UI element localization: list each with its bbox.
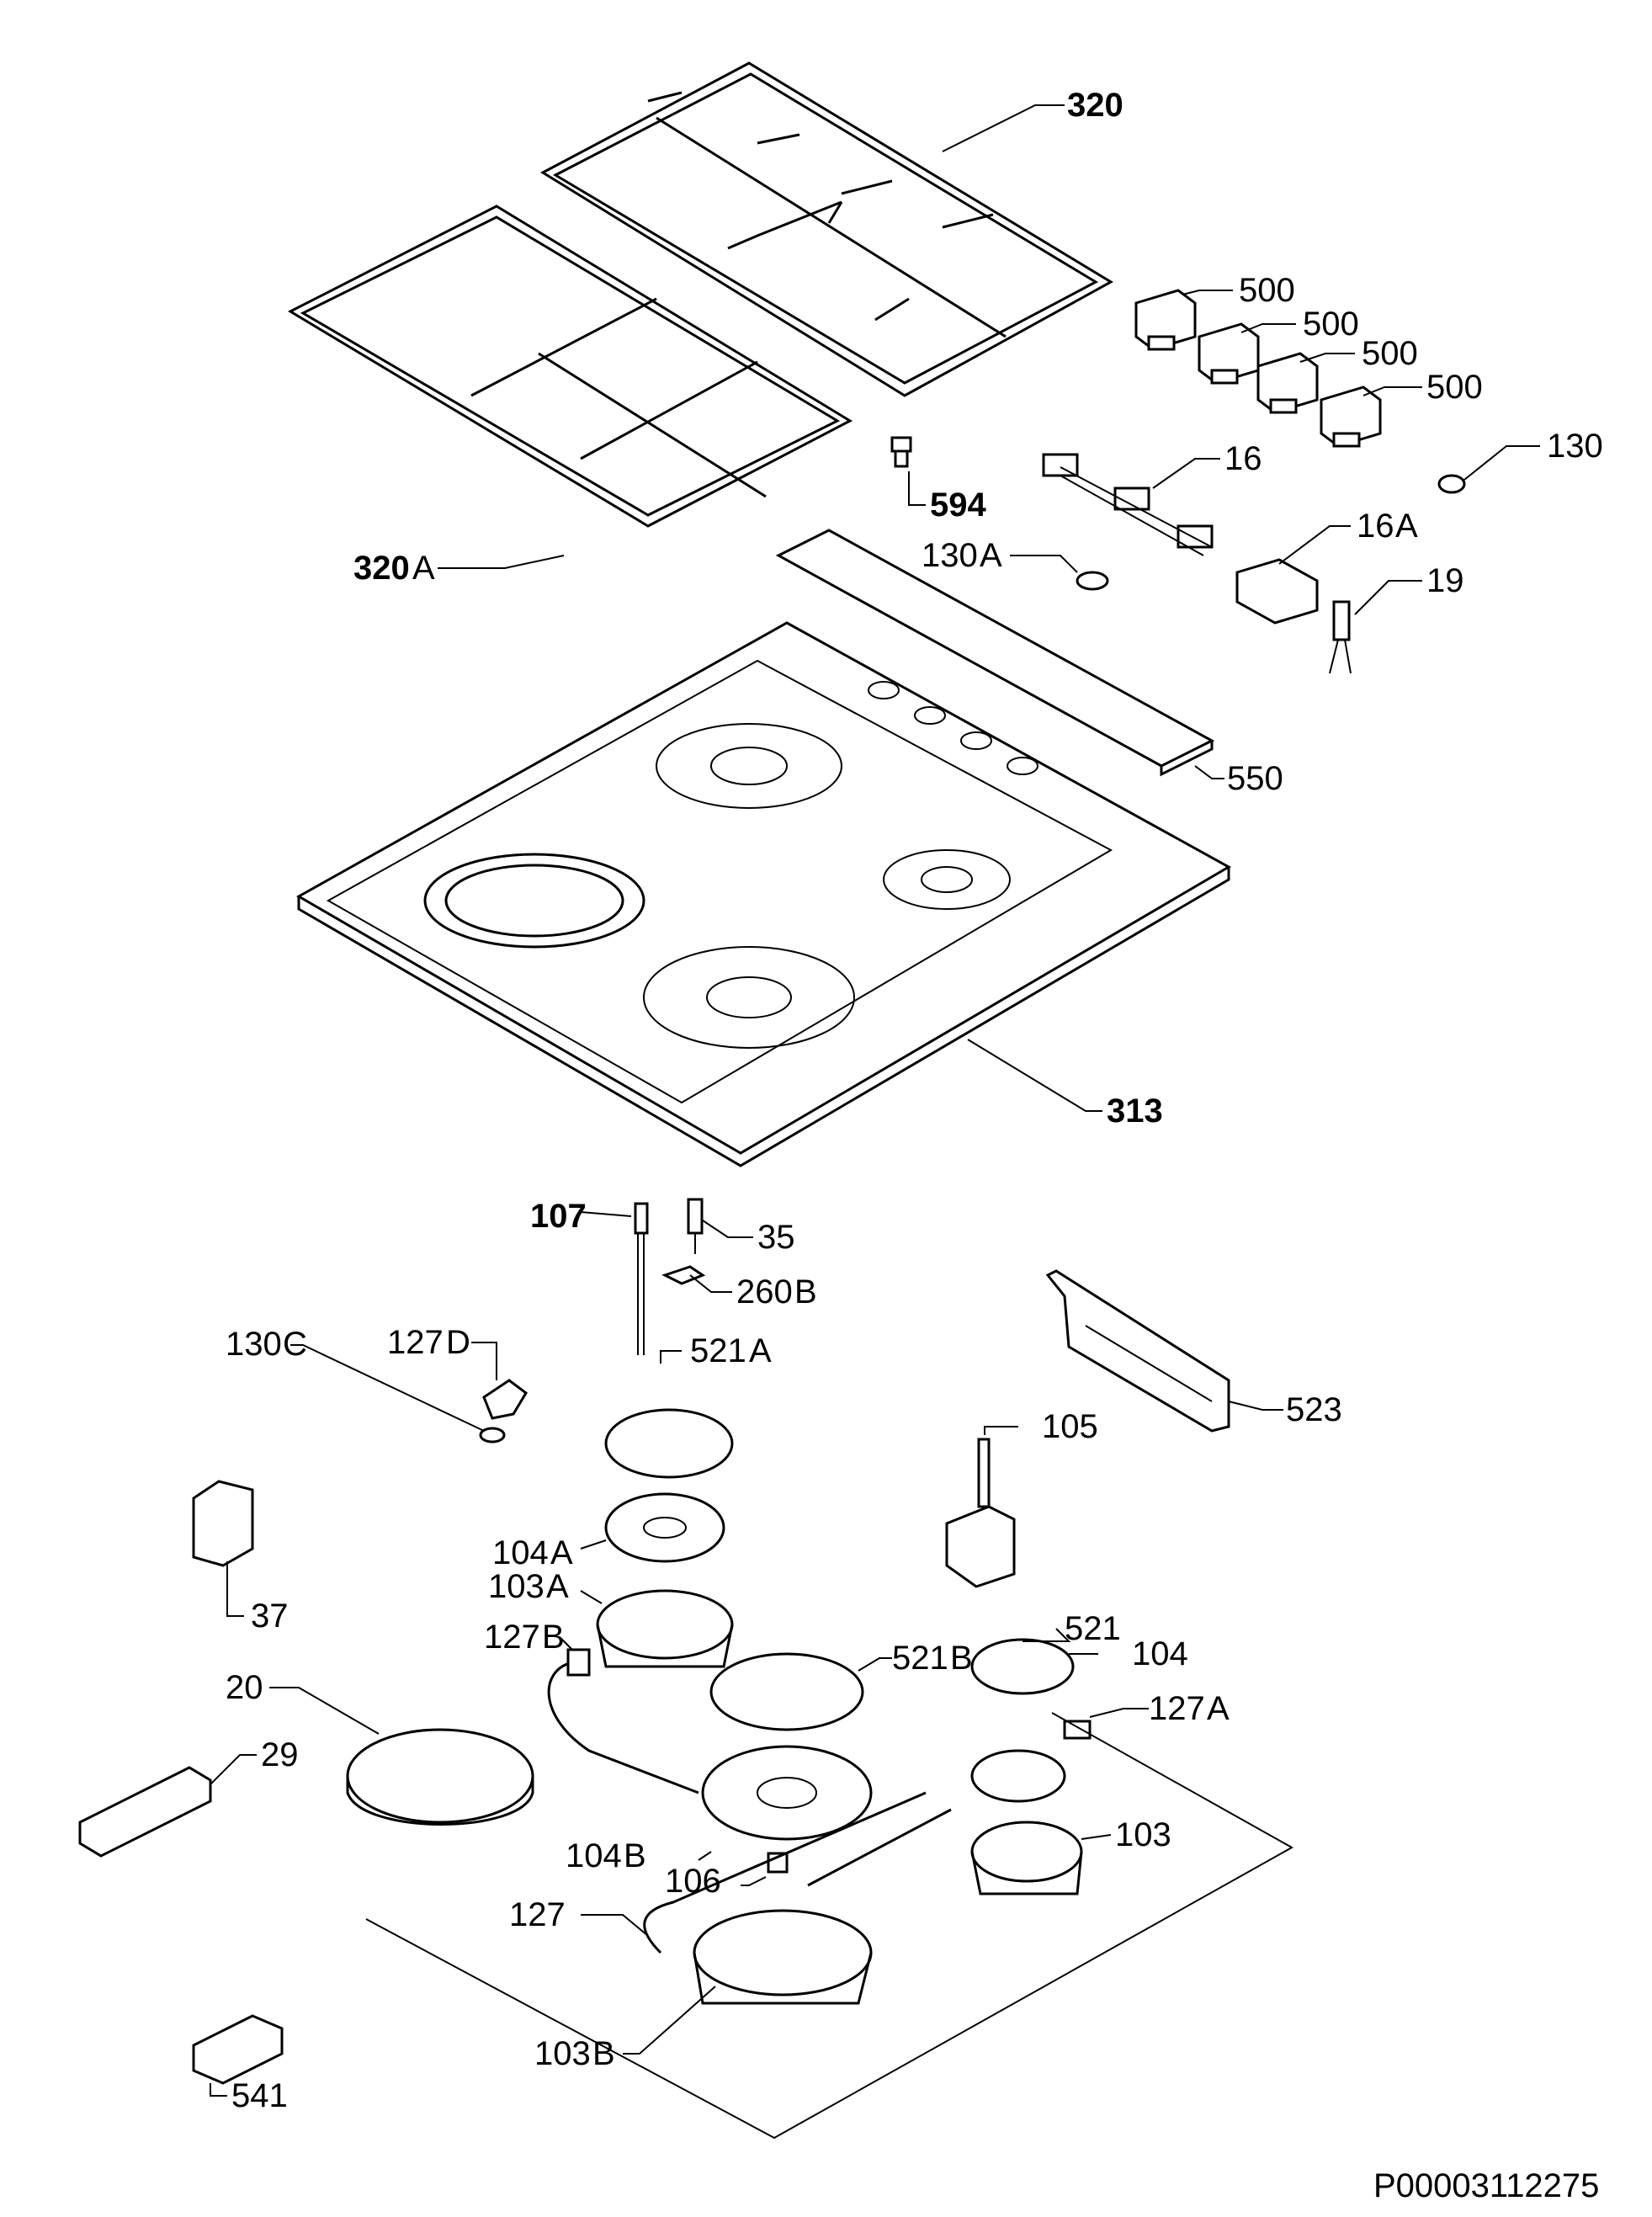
thermostat-20 <box>346 1728 534 1826</box>
knob-500-3 <box>1256 352 1319 414</box>
label-127a-suffix: A <box>1207 1690 1230 1727</box>
label-16a-suffix: A <box>1395 508 1418 545</box>
label-16a-number: 16 <box>1357 508 1394 545</box>
label-103b-suffix: B <box>592 2035 615 2072</box>
base-frame-outline <box>365 1712 1294 2140</box>
label-103a-number: 103 <box>488 1568 544 1605</box>
label-594: 594 <box>930 486 986 524</box>
pipe-127b <box>547 1648 699 1794</box>
label-521b-suffix: B <box>950 1640 973 1677</box>
part-labels: 320 320 A 500 500 500 500 130 16 16 A 19… <box>226 87 1603 2204</box>
burner-crown-104b <box>701 1745 873 1841</box>
pipe-127 <box>643 1791 952 1954</box>
ignition-unit-16a <box>1235 558 1319 625</box>
label-20: 20 <box>226 1669 263 1706</box>
label-105: 105 <box>1042 1408 1098 1445</box>
label-260b-suffix: B <box>794 1273 817 1311</box>
label-127a-number: 127 <box>1149 1690 1205 1727</box>
burner-cap-521b <box>709 1652 864 1731</box>
label-127b-number: 127 <box>484 1619 540 1656</box>
label-104: 104 <box>1132 1635 1188 1672</box>
knob-500-4 <box>1320 385 1382 448</box>
label-104b-suffix: B <box>624 1837 646 1874</box>
ignition-switch-16 <box>1042 453 1214 556</box>
ignition-electrode-19 <box>1329 600 1352 674</box>
bracket-523 <box>1045 1269 1230 1433</box>
burner-crown-104 <box>970 1749 1066 1803</box>
label-104b-number: 104 <box>566 1837 622 1874</box>
label-130: 130 <box>1547 428 1603 465</box>
burner-cap-521 <box>970 1638 1075 1695</box>
screw-594 <box>890 436 912 468</box>
label-500-4: 500 <box>1426 369 1483 406</box>
burner-cap-521a <box>604 1408 734 1479</box>
label-106: 106 <box>665 1863 721 1900</box>
label-521a-suffix: A <box>749 1332 772 1369</box>
switch-29 <box>78 1766 212 1858</box>
union-127d <box>482 1379 528 1420</box>
label-19: 19 <box>1426 562 1464 599</box>
label-320a-number: 320 <box>353 550 410 587</box>
label-130c-number: 130 <box>226 1326 282 1363</box>
bracket-37 <box>192 1480 254 1567</box>
clip-260b <box>661 1265 706 1285</box>
label-103b-number: 103 <box>534 2035 591 2072</box>
connector-127a <box>1063 1720 1092 1740</box>
label-521: 521 <box>1065 1610 1121 1647</box>
label-500-2: 500 <box>1303 306 1359 343</box>
burner-base-103b <box>693 1909 873 2005</box>
burner-crown-104a <box>604 1492 725 1563</box>
label-130a-suffix: A <box>980 537 1002 574</box>
valve-105 <box>945 1438 1016 1588</box>
label-127d-suffix: D <box>446 1324 470 1361</box>
label-550: 550 <box>1227 760 1283 797</box>
label-500-3: 500 <box>1362 335 1418 372</box>
label-103a-suffix: A <box>546 1568 569 1605</box>
burner-base-103 <box>970 1821 1083 1895</box>
label-37: 37 <box>251 1598 289 1635</box>
washer-130c <box>479 1427 506 1443</box>
clip-541 <box>192 2014 284 2085</box>
label-35: 35 <box>757 1219 795 1256</box>
label-104a-number: 104 <box>492 1534 549 1571</box>
grommet-130a <box>1076 571 1109 591</box>
label-29: 29 <box>261 1736 299 1773</box>
thermocouple-107 <box>634 1202 649 1355</box>
knob-500-1 <box>1134 289 1197 351</box>
label-500-1: 500 <box>1239 272 1295 309</box>
label-127d-number: 127 <box>387 1324 444 1361</box>
label-523: 523 <box>1286 1391 1342 1428</box>
pan-support-320a <box>287 205 853 528</box>
pan-support-320 <box>539 61 1113 397</box>
label-541: 541 <box>231 2077 288 2114</box>
label-521a-number: 521 <box>690 1332 746 1369</box>
hob-top-313 <box>295 621 1232 1167</box>
knob-500-2 <box>1198 322 1260 385</box>
leader-lines <box>210 104 1540 2097</box>
label-313: 313 <box>1107 1093 1163 1130</box>
document-id: P00003112275 <box>1373 2167 1599 2204</box>
label-103: 103 <box>1115 1816 1171 1853</box>
label-260b-number: 260 <box>736 1273 793 1311</box>
label-127b-suffix: B <box>542 1619 565 1656</box>
control-panel-550 <box>775 529 1215 777</box>
label-127: 127 <box>509 1896 566 1933</box>
burner-base-103a <box>596 1589 734 1668</box>
label-107: 107 <box>530 1198 587 1235</box>
label-104a-suffix: A <box>550 1534 573 1571</box>
label-320: 320 <box>1067 87 1123 124</box>
label-320a-suffix: A <box>412 550 435 587</box>
electrode-35 <box>687 1198 704 1254</box>
label-521b-number: 521 <box>892 1640 948 1677</box>
label-16: 16 <box>1224 440 1262 477</box>
nut-130 <box>1437 474 1466 494</box>
label-130c-suffix: C <box>283 1326 307 1363</box>
label-130a-number: 130 <box>922 537 978 574</box>
